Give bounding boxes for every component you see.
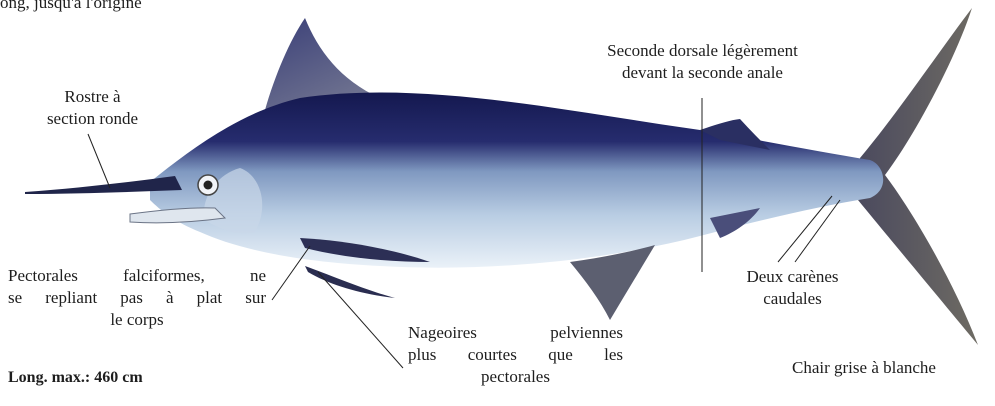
pelvic-fin: [305, 266, 395, 298]
label-rostre: Rostre à section ronde: [20, 86, 165, 130]
label-carenes: Deux carènes caudales: [715, 266, 870, 310]
label-long-max: Long. max.: 460 cm: [8, 367, 228, 389]
label-pectorales-last: le corps: [8, 309, 266, 331]
label-pelviennes-last: pectorales: [408, 366, 623, 388]
fish-body: [150, 92, 883, 267]
label-chair: Chair grise à blanche: [792, 357, 992, 379]
label-seconde-dorsale: Seconde dorsale légèrement devant la sec…: [555, 40, 850, 84]
label-pectorales: Pectorales falciformes, ne se repliant p…: [8, 265, 266, 309]
label-pelviennes: Nageoires pelviennes plus courtes que le…: [408, 322, 623, 366]
top-partial-text: ong, jusqu'a l'origine: [0, 0, 142, 14]
